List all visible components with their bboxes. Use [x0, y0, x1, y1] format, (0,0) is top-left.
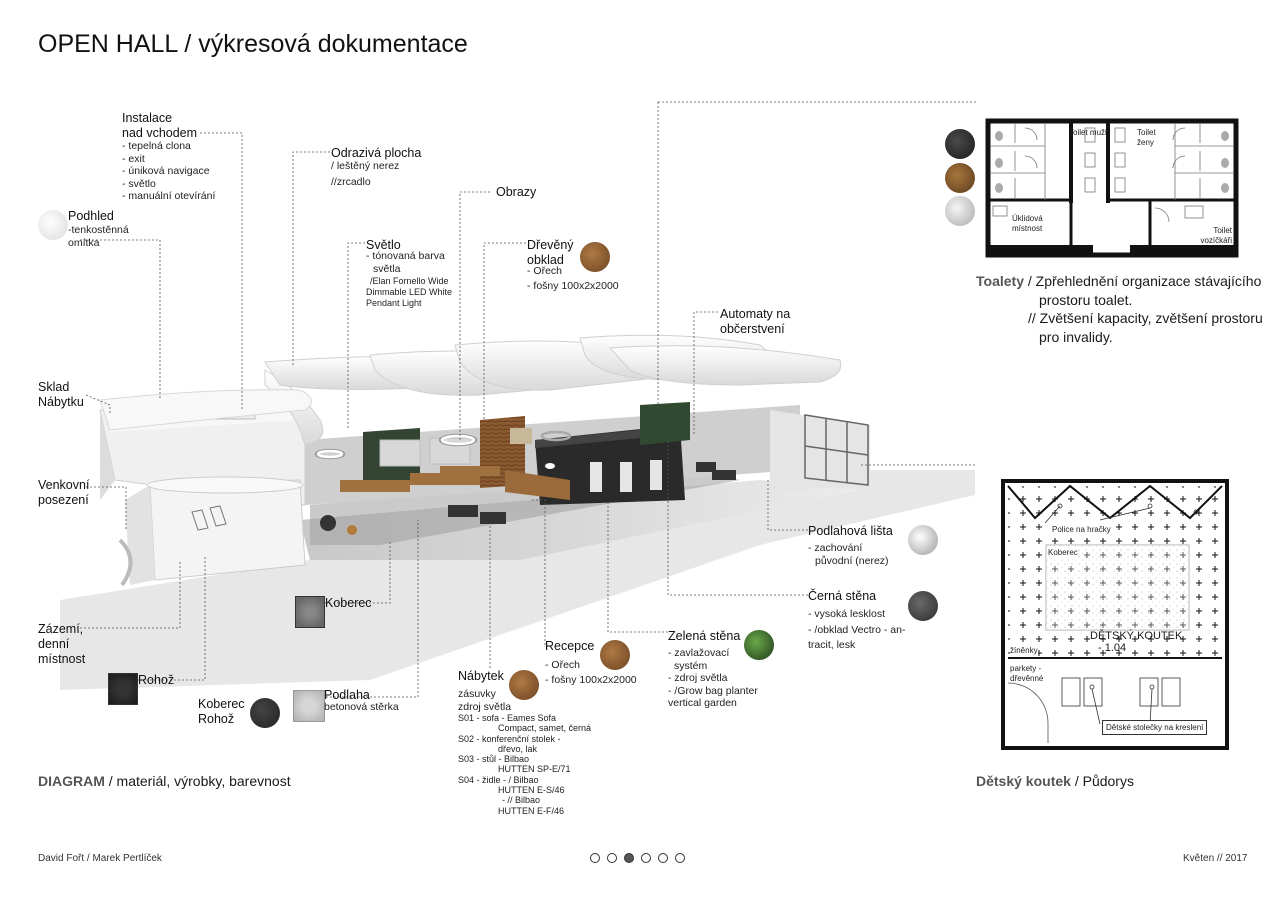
- page-dot-1[interactable]: [590, 853, 600, 863]
- nabytek-list: S01 - sofa - Eames Sofa Compact, samet, …: [458, 713, 592, 816]
- kids-koutek-label: DĚTSKÝ KOUTEK - 1.04: [1090, 630, 1183, 654]
- svetlo-label: Světlo: [366, 238, 401, 252]
- rohoz-label: Rohož: [138, 673, 175, 687]
- green-wall-swatch: [744, 630, 774, 660]
- page-title: OPEN HALL / výkresová dokumentace: [38, 30, 468, 58]
- zinenky-label: žíněnky: [1010, 645, 1038, 656]
- sklad-label: Sklad Nábytku: [38, 380, 84, 409]
- podhled-swatch: [38, 210, 68, 240]
- instalace-list: - tepelná clona - exit - úniková navigac…: [122, 140, 216, 202]
- recepce-label: Recepce: [545, 639, 595, 653]
- zazemi-label: Zázemí, denní místnost: [38, 622, 86, 666]
- podlaha-swatch: [293, 690, 325, 722]
- page-dot-6[interactable]: [675, 853, 685, 863]
- nabytek-label: Nábytek: [458, 669, 504, 683]
- toilet-muzi-label: Toilet muži: [1069, 128, 1107, 137]
- podlahova-label: Podlahová lišta: [808, 524, 893, 538]
- zelena-desc: - zavlažovací systém - zdroj světla - /G…: [668, 647, 758, 709]
- page-dot-2[interactable]: [607, 853, 617, 863]
- stolecky-label: Dětské stolečky na kreslení: [1102, 720, 1208, 735]
- toilets-floor-plan: [985, 118, 1239, 258]
- cerna-label: Černá stěna: [808, 589, 877, 603]
- venkovni-label: Venkovní posezení: [38, 478, 90, 507]
- podhled-label: Podhled: [68, 209, 114, 223]
- svetlo-product: /Elan Fornello Wide Dimmable LED White P…: [366, 276, 453, 308]
- zelena-label: Zelená stěna: [668, 629, 741, 643]
- recepce-wood-swatch: [600, 640, 630, 670]
- footer-authors: David Fořt / Marek Pertlíček: [38, 853, 162, 864]
- police-label: Police na hračky: [1052, 524, 1111, 535]
- automaty-label: Automaty na občerstvení: [720, 307, 791, 336]
- koberec-rohoz-swatch: [250, 698, 280, 728]
- podlaha-label: Podlaha: [324, 688, 370, 702]
- obrazy-label: Obrazy: [496, 185, 537, 199]
- podhled-desc: -tenkostěnná omítka: [68, 224, 129, 249]
- nabytek-wood-swatch: [509, 670, 539, 700]
- koberec-rohoz-label: Koberec Rohož: [198, 697, 245, 726]
- page-dot-3-active[interactable]: [624, 853, 634, 863]
- recepce-desc: - Ořech - fošny 100x2x2000: [545, 659, 637, 686]
- toilet-wood-swatch: [945, 163, 975, 193]
- parkety-label: parkety - dřevěnné: [1010, 664, 1044, 683]
- koberec-label: Koberec: [325, 596, 372, 610]
- svetlo-desc: - tónovaná barva světla: [366, 250, 445, 275]
- podlahova-desc: - zachování původní (nerez): [808, 542, 889, 567]
- toilet-vozickari-label: Toilet vozíčkáři: [1200, 226, 1232, 245]
- odraziva-label: Odrazivá plocha: [331, 146, 422, 160]
- page-dot-5[interactable]: [658, 853, 668, 863]
- steel-swatch: [908, 525, 938, 555]
- odraziva-desc: / leštěný nerez //zrcadlo: [331, 160, 400, 188]
- kids-koberec-label: Koberec: [1048, 547, 1078, 558]
- dreveny-desc: - Ořech - fošny 100x2x2000: [527, 265, 619, 292]
- page-dot-4[interactable]: [641, 853, 651, 863]
- toilet-black-swatch: [945, 129, 975, 159]
- kids-caption: Dětský koutek / Půdorys: [976, 773, 1134, 789]
- toilets-caption: Toalety / Zpřehlednění organizace stávaj…: [976, 273, 1263, 345]
- toilet-gray-swatch: [945, 196, 975, 226]
- instalace-label: Instalace nad vchodem: [122, 111, 198, 140]
- footer-date: Květen // 2017: [1183, 853, 1248, 864]
- dreveny-label: Dřevěný obklad: [527, 238, 574, 267]
- diagram-caption: DIAGRAM / materiál, výrobky, barevnost: [38, 773, 291, 789]
- kids-floor-plan: [1001, 479, 1229, 750]
- uklidova-label: Úklidová místnost: [1012, 214, 1043, 233]
- koberec-swatch: [295, 596, 325, 628]
- cerna-desc: - vysoká lesklost - /obklad Vectro - an-…: [808, 608, 906, 651]
- rohoz-swatch: [108, 673, 138, 705]
- podlaha-desc: betonová stěrka: [324, 701, 399, 713]
- page-pagination: [590, 853, 685, 863]
- nabytek-desc: zásuvky zdroj světla: [458, 688, 512, 713]
- black-gloss-swatch: [908, 591, 938, 621]
- toilet-zeny-label: Toilet ženy: [1137, 128, 1156, 147]
- wood-swatch: [580, 242, 610, 272]
